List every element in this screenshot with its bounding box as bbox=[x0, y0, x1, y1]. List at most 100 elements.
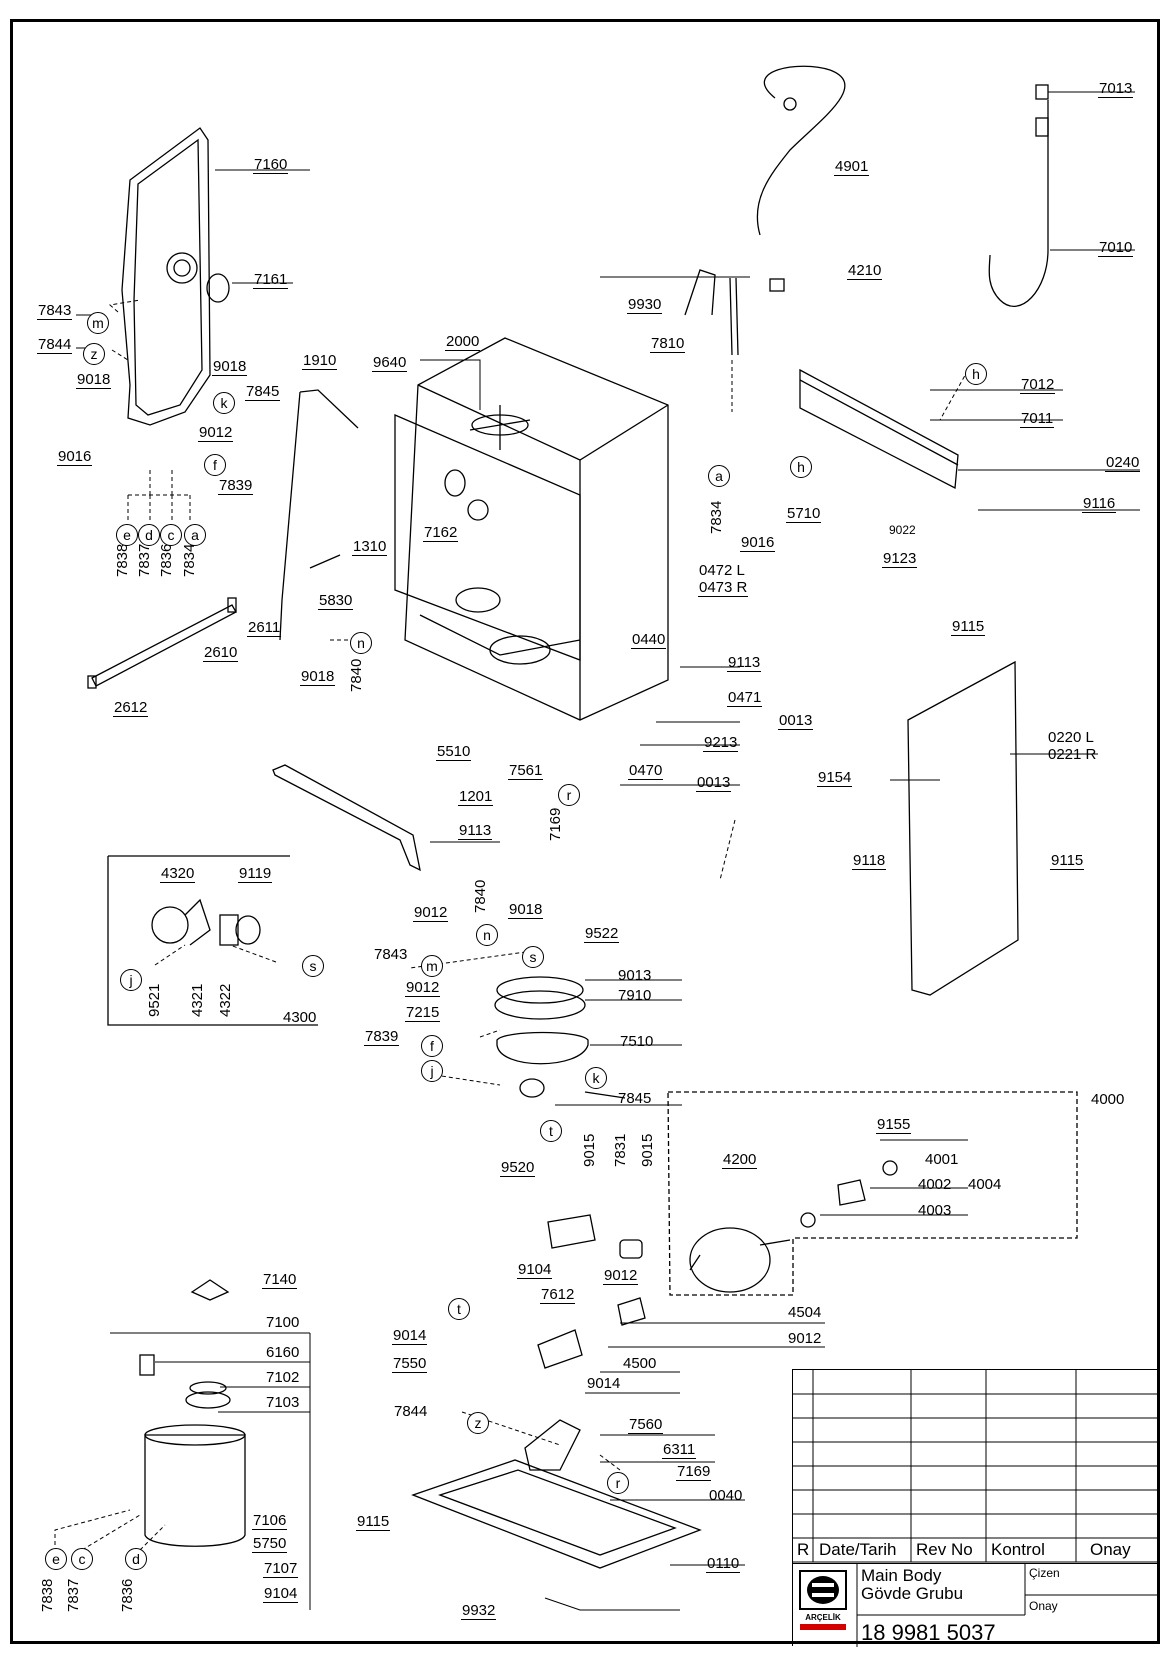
callout-9104: 9104 bbox=[263, 1585, 299, 1603]
marker-t: t bbox=[540, 1120, 562, 1142]
callout-9115: 9115 bbox=[1050, 852, 1085, 870]
callout-vertical-7840: 7840 bbox=[472, 879, 489, 913]
callout-9012: 9012 bbox=[603, 1267, 639, 1285]
salt-container-7100 bbox=[144, 1434, 246, 1547]
callout-9016: 9016 bbox=[57, 448, 93, 466]
callout-vertical-7834: 7834 bbox=[708, 500, 725, 534]
cizen-label: Çizen bbox=[1029, 1566, 1060, 1580]
callout-1201: 1201 bbox=[458, 788, 494, 806]
gasket-7161 bbox=[206, 273, 230, 303]
base-0040 bbox=[411, 1459, 702, 1569]
callout-vertical-7836: 7836 bbox=[158, 543, 175, 577]
callout-4901: 4901 bbox=[834, 158, 870, 176]
col-onay: Onay bbox=[1090, 1540, 1131, 1559]
callout-9014: 9014 bbox=[392, 1327, 428, 1345]
callout-7845: 7845 bbox=[245, 383, 281, 401]
callout-7011: 7011 bbox=[1020, 410, 1055, 428]
callout-vertical-7834: 7834 bbox=[181, 543, 198, 577]
callout-0013: 0013 bbox=[778, 712, 814, 730]
callout-7843: 7843 bbox=[374, 946, 408, 963]
callout-7810: 7810 bbox=[650, 335, 686, 353]
callout-4003: 4003 bbox=[918, 1202, 952, 1219]
callout-9018: 9018 bbox=[300, 668, 336, 686]
callout-5510: 5510 bbox=[436, 743, 472, 761]
callout-9119: 9119 bbox=[238, 865, 273, 883]
rail-1910 bbox=[279, 389, 359, 641]
callout-7560: 7560 bbox=[628, 1416, 664, 1434]
marker-d: d bbox=[125, 1548, 147, 1570]
callout-4001: 4001 bbox=[925, 1151, 959, 1168]
marker-j: j bbox=[120, 969, 142, 991]
callout-9520: 9520 bbox=[500, 1159, 536, 1177]
callout-vertical-9015: 9015 bbox=[639, 1133, 656, 1167]
marker-z: z bbox=[83, 343, 105, 365]
callout-2610: 2610 bbox=[203, 644, 239, 662]
callout-9016: 9016 bbox=[740, 534, 776, 552]
callout-9155: 9155 bbox=[876, 1116, 912, 1134]
callout-9013: 9013 bbox=[618, 967, 652, 984]
callout-7160: 7160 bbox=[253, 156, 289, 174]
callout-vertical-4321: 4321 bbox=[189, 983, 206, 1017]
callout-9115: 9115 bbox=[951, 618, 986, 636]
title-en: Main Body bbox=[861, 1566, 942, 1585]
callout-7510: 7510 bbox=[620, 1033, 654, 1050]
cable-4901 bbox=[756, 65, 846, 236]
callout-6311: 6311 bbox=[662, 1441, 697, 1459]
callout-7612: 7612 bbox=[540, 1286, 576, 1304]
callout-7215: 7215 bbox=[405, 1004, 441, 1022]
callout-0221-r: 0221 R bbox=[1048, 746, 1097, 763]
callout-7162: 7162 bbox=[423, 524, 459, 542]
arcelik-logo: ARÇELİK bbox=[798, 1569, 848, 1633]
callout-vertical-7838: 7838 bbox=[114, 543, 131, 577]
callout-0440: 0440 bbox=[631, 631, 667, 649]
marker-s: s bbox=[522, 946, 544, 968]
callout-9113: 9113 bbox=[458, 822, 493, 840]
callout-7140: 7140 bbox=[262, 1271, 298, 1289]
callout-4200: 4200 bbox=[722, 1151, 758, 1169]
callout-7844: 7844 bbox=[37, 336, 73, 354]
marker-r: r bbox=[558, 784, 580, 806]
callout-9022: 9022 bbox=[889, 523, 916, 537]
callout-9018: 9018 bbox=[508, 901, 544, 919]
callout-9018: 9018 bbox=[212, 358, 248, 376]
callout-7161: 7161 bbox=[253, 271, 289, 289]
callout-vertical-9015: 9015 bbox=[581, 1133, 598, 1167]
callout-9012: 9012 bbox=[405, 979, 441, 997]
callout-2000: 2000 bbox=[445, 333, 481, 351]
callout-7100: 7100 bbox=[266, 1314, 300, 1331]
tube-7831 bbox=[619, 1239, 643, 1259]
callout-9118: 9118 bbox=[852, 852, 887, 870]
callout-9014: 9014 bbox=[587, 1375, 621, 1392]
marker-m: m bbox=[87, 312, 109, 334]
callout-0472-l: 0472 L bbox=[699, 562, 745, 579]
drawing-number: 18 9981 5037 bbox=[861, 1620, 996, 1645]
callout-7012: 7012 bbox=[1020, 376, 1056, 394]
callout-7839: 7839 bbox=[218, 477, 254, 495]
marker-h: h bbox=[965, 363, 987, 385]
callout-7844: 7844 bbox=[394, 1403, 428, 1420]
callout-7843: 7843 bbox=[37, 302, 73, 320]
callout-7107: 7107 bbox=[263, 1560, 299, 1578]
callout-9113: 9113 bbox=[727, 654, 762, 672]
callout-4500: 4500 bbox=[623, 1355, 657, 1372]
gasket-9013 bbox=[496, 976, 584, 1004]
marker-c: c bbox=[160, 524, 182, 546]
motor-4200 bbox=[689, 1227, 771, 1293]
col-date: Date/Tarih bbox=[819, 1540, 897, 1559]
title-block: R Date/Tarih Rev No Kontrol Onay Main Bo… bbox=[792, 1369, 1159, 1647]
back-panel-disc bbox=[166, 252, 198, 284]
bracket-1201 bbox=[272, 764, 421, 872]
marker-n: n bbox=[476, 924, 498, 946]
callout-0471: 0471 bbox=[727, 689, 763, 707]
rail-1310 bbox=[309, 554, 341, 569]
connector-9520 bbox=[547, 1214, 596, 1249]
hose-7810 bbox=[729, 277, 733, 356]
marker-j: j bbox=[421, 1060, 443, 1082]
hose-4504 bbox=[617, 1297, 646, 1326]
marker-k: k bbox=[213, 392, 235, 414]
callout-9522: 9522 bbox=[584, 925, 620, 943]
callout-5830: 5830 bbox=[318, 592, 354, 610]
lid-7140 bbox=[190, 1279, 230, 1301]
callout-5750: 5750 bbox=[252, 1535, 288, 1553]
